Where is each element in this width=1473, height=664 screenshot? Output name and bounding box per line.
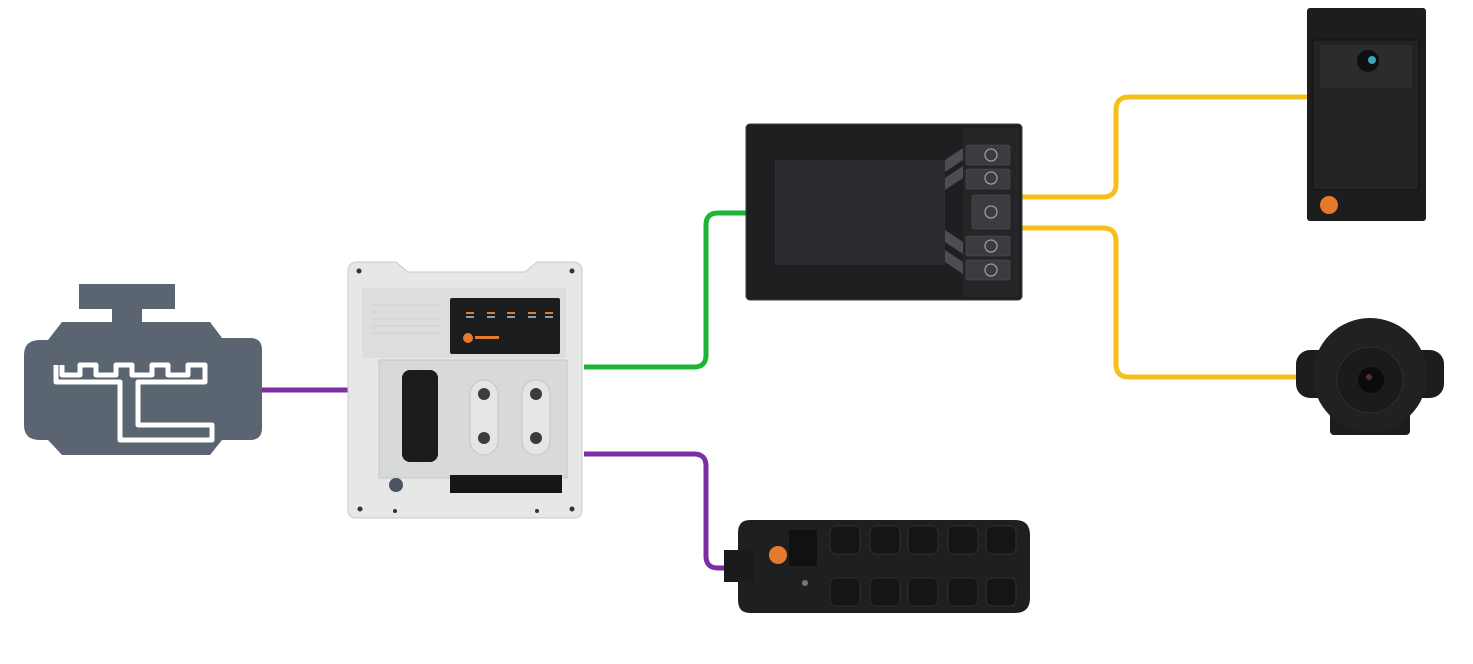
io-connector-plug	[724, 550, 754, 582]
function-button	[965, 144, 1011, 166]
dialog-display	[745, 123, 1023, 301]
display-screen	[775, 160, 945, 265]
io-module	[724, 520, 1030, 613]
function-button	[965, 235, 1011, 257]
main-connector	[402, 370, 438, 462]
box-camera	[1307, 8, 1426, 221]
brand-logo	[1320, 196, 1338, 214]
navigation-pad	[971, 194, 1011, 230]
brand-logo	[769, 546, 787, 564]
controller-to-display-line	[584, 210, 750, 370]
camera-lens	[1357, 50, 1379, 72]
camera-lens	[1358, 367, 1384, 393]
engine-icon	[24, 284, 262, 455]
brand-logo	[463, 333, 473, 343]
display-to-camera1-line	[1018, 94, 1310, 200]
io-ports	[829, 525, 1017, 607]
controller-to-io-line	[584, 451, 738, 571]
function-button	[965, 168, 1011, 190]
dome-camera	[1296, 318, 1444, 435]
display-to-camera2-line	[1018, 225, 1300, 380]
function-button	[965, 259, 1011, 281]
mobile-controller	[347, 261, 583, 519]
